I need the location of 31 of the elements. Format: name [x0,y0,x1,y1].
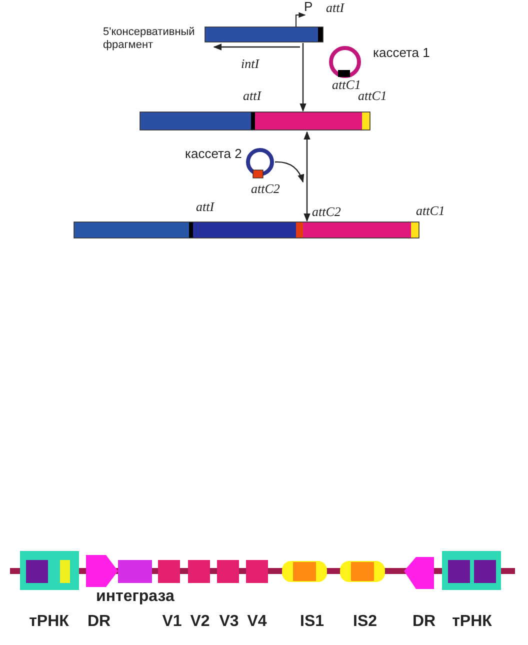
site-label: attC2 [312,204,341,220]
site-label: attI [243,88,262,104]
site-label: attI [196,199,214,215]
cassette-label: кассета 1 [373,45,430,60]
gene-label: тРНК [29,613,69,631]
gene-label: IS1 [300,613,324,631]
dna-bar [204,26,324,42]
arrow [304,131,310,222]
dna-bar [74,222,420,238]
gene-label: DR [87,613,111,631]
site-label: attC1 [416,203,445,219]
gene-label: intI [241,56,260,72]
promoter-label: P [304,0,313,14]
gene-label: тРНК [452,613,492,631]
gene-label: V3 [219,613,239,631]
gene-label: интеграза [96,588,174,606]
gene-label: IS2 [353,613,377,631]
gene-label: DR [412,613,436,631]
gene-label: V2 [190,613,210,631]
site-label: attI [326,0,344,16]
site-label: attC1 [332,77,361,92]
arrow [300,43,306,112]
gene-label: V1 [162,613,182,631]
arrow [275,161,304,183]
site-label: attC1 [358,88,387,104]
cassette-label: кассета 2 [185,146,242,161]
site-label: attC2 [251,181,280,197]
fragment-label: 5'консервативный фрагмент [103,26,196,52]
gene-label: V4 [247,613,267,631]
plasmid-ring [246,148,274,178]
dna-bar [140,112,370,130]
